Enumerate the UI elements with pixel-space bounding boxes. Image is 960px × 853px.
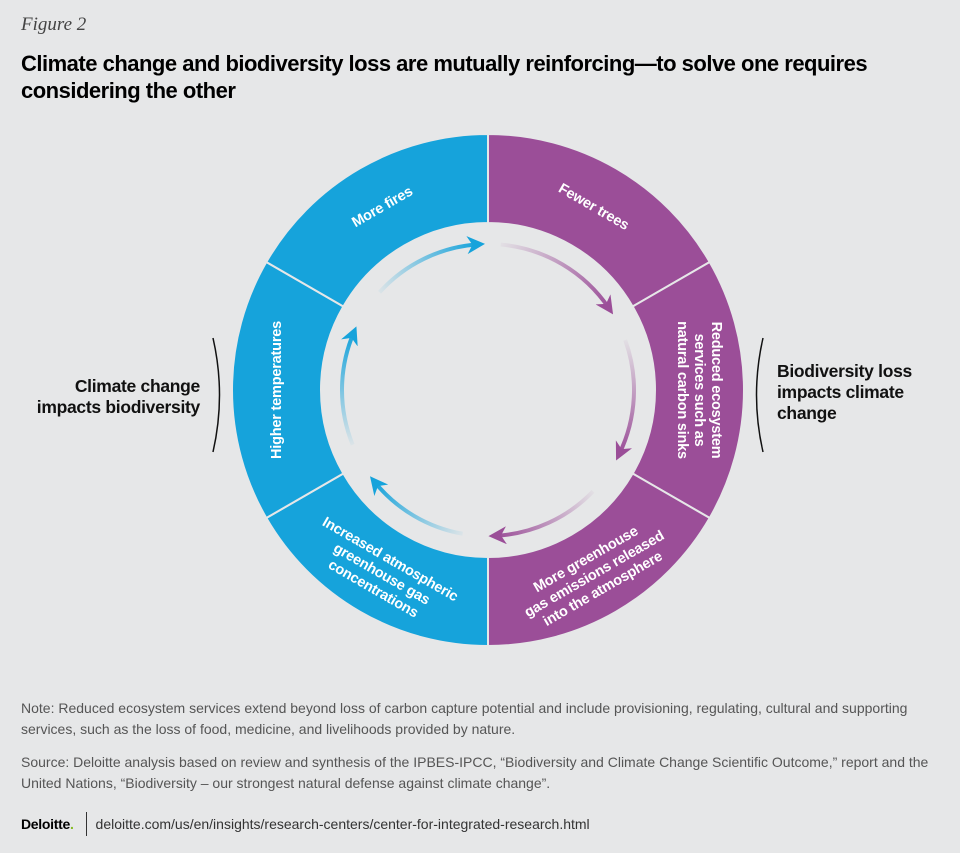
- cycle-arrow-icon: [378, 236, 485, 294]
- segment-label: Reduced ecosystemservices such asnatural…: [674, 321, 724, 459]
- climate-impacts-biodiversity-label: Climate change impacts biodiversity: [36, 376, 201, 418]
- side-label-line: Biodiversity loss: [777, 361, 912, 381]
- side-label-line: Climate change: [74, 376, 200, 396]
- figure-label: Figure 2: [21, 14, 87, 35]
- logo-dot: .: [69, 816, 74, 832]
- source-text: Source: Deloitte analysis based on revie…: [21, 754, 929, 791]
- left-bracket: [212, 337, 221, 453]
- cycle-arrow-icon: [488, 490, 595, 545]
- cycle-arrow-icon: [370, 476, 463, 536]
- side-label-line: change: [777, 403, 837, 423]
- cycle-arrow-icon: [615, 339, 636, 461]
- deloitte-logo: Deloitte.: [21, 816, 74, 832]
- logo-text: Deloitte: [21, 816, 70, 832]
- segment-label-line: services such as: [691, 334, 707, 447]
- footer: Deloitte. deloitte.com/us/en/insights/re…: [21, 812, 590, 836]
- footer-url[interactable]: deloitte.com/us/en/insights/research-cen…: [95, 816, 590, 832]
- cycle-arrow-icon: [340, 326, 358, 446]
- segment-label-line: natural carbon sinks: [674, 321, 690, 459]
- page-title: Climate change and biodiversity loss are…: [21, 51, 868, 103]
- side-label-line: impacts biodiversity: [36, 397, 201, 417]
- wheel-segment: [231, 260, 345, 520]
- wheel-segment: [264, 132, 489, 308]
- right-bracket: [755, 337, 764, 453]
- divider: [85, 812, 87, 836]
- side-label-line: impacts climate: [777, 382, 904, 402]
- biodiversity-impacts-climate-label: Biodiversity loss impacts climate change: [777, 361, 912, 424]
- cycle-arrow-icon: [500, 242, 614, 315]
- segment-label-line: Higher temperatures: [269, 321, 285, 459]
- segment-label-line: Reduced ecosystem: [708, 322, 724, 459]
- note-text: Note: Reduced ecosystem services extend …: [21, 700, 908, 737]
- segment-label: Higher temperatures: [269, 321, 285, 459]
